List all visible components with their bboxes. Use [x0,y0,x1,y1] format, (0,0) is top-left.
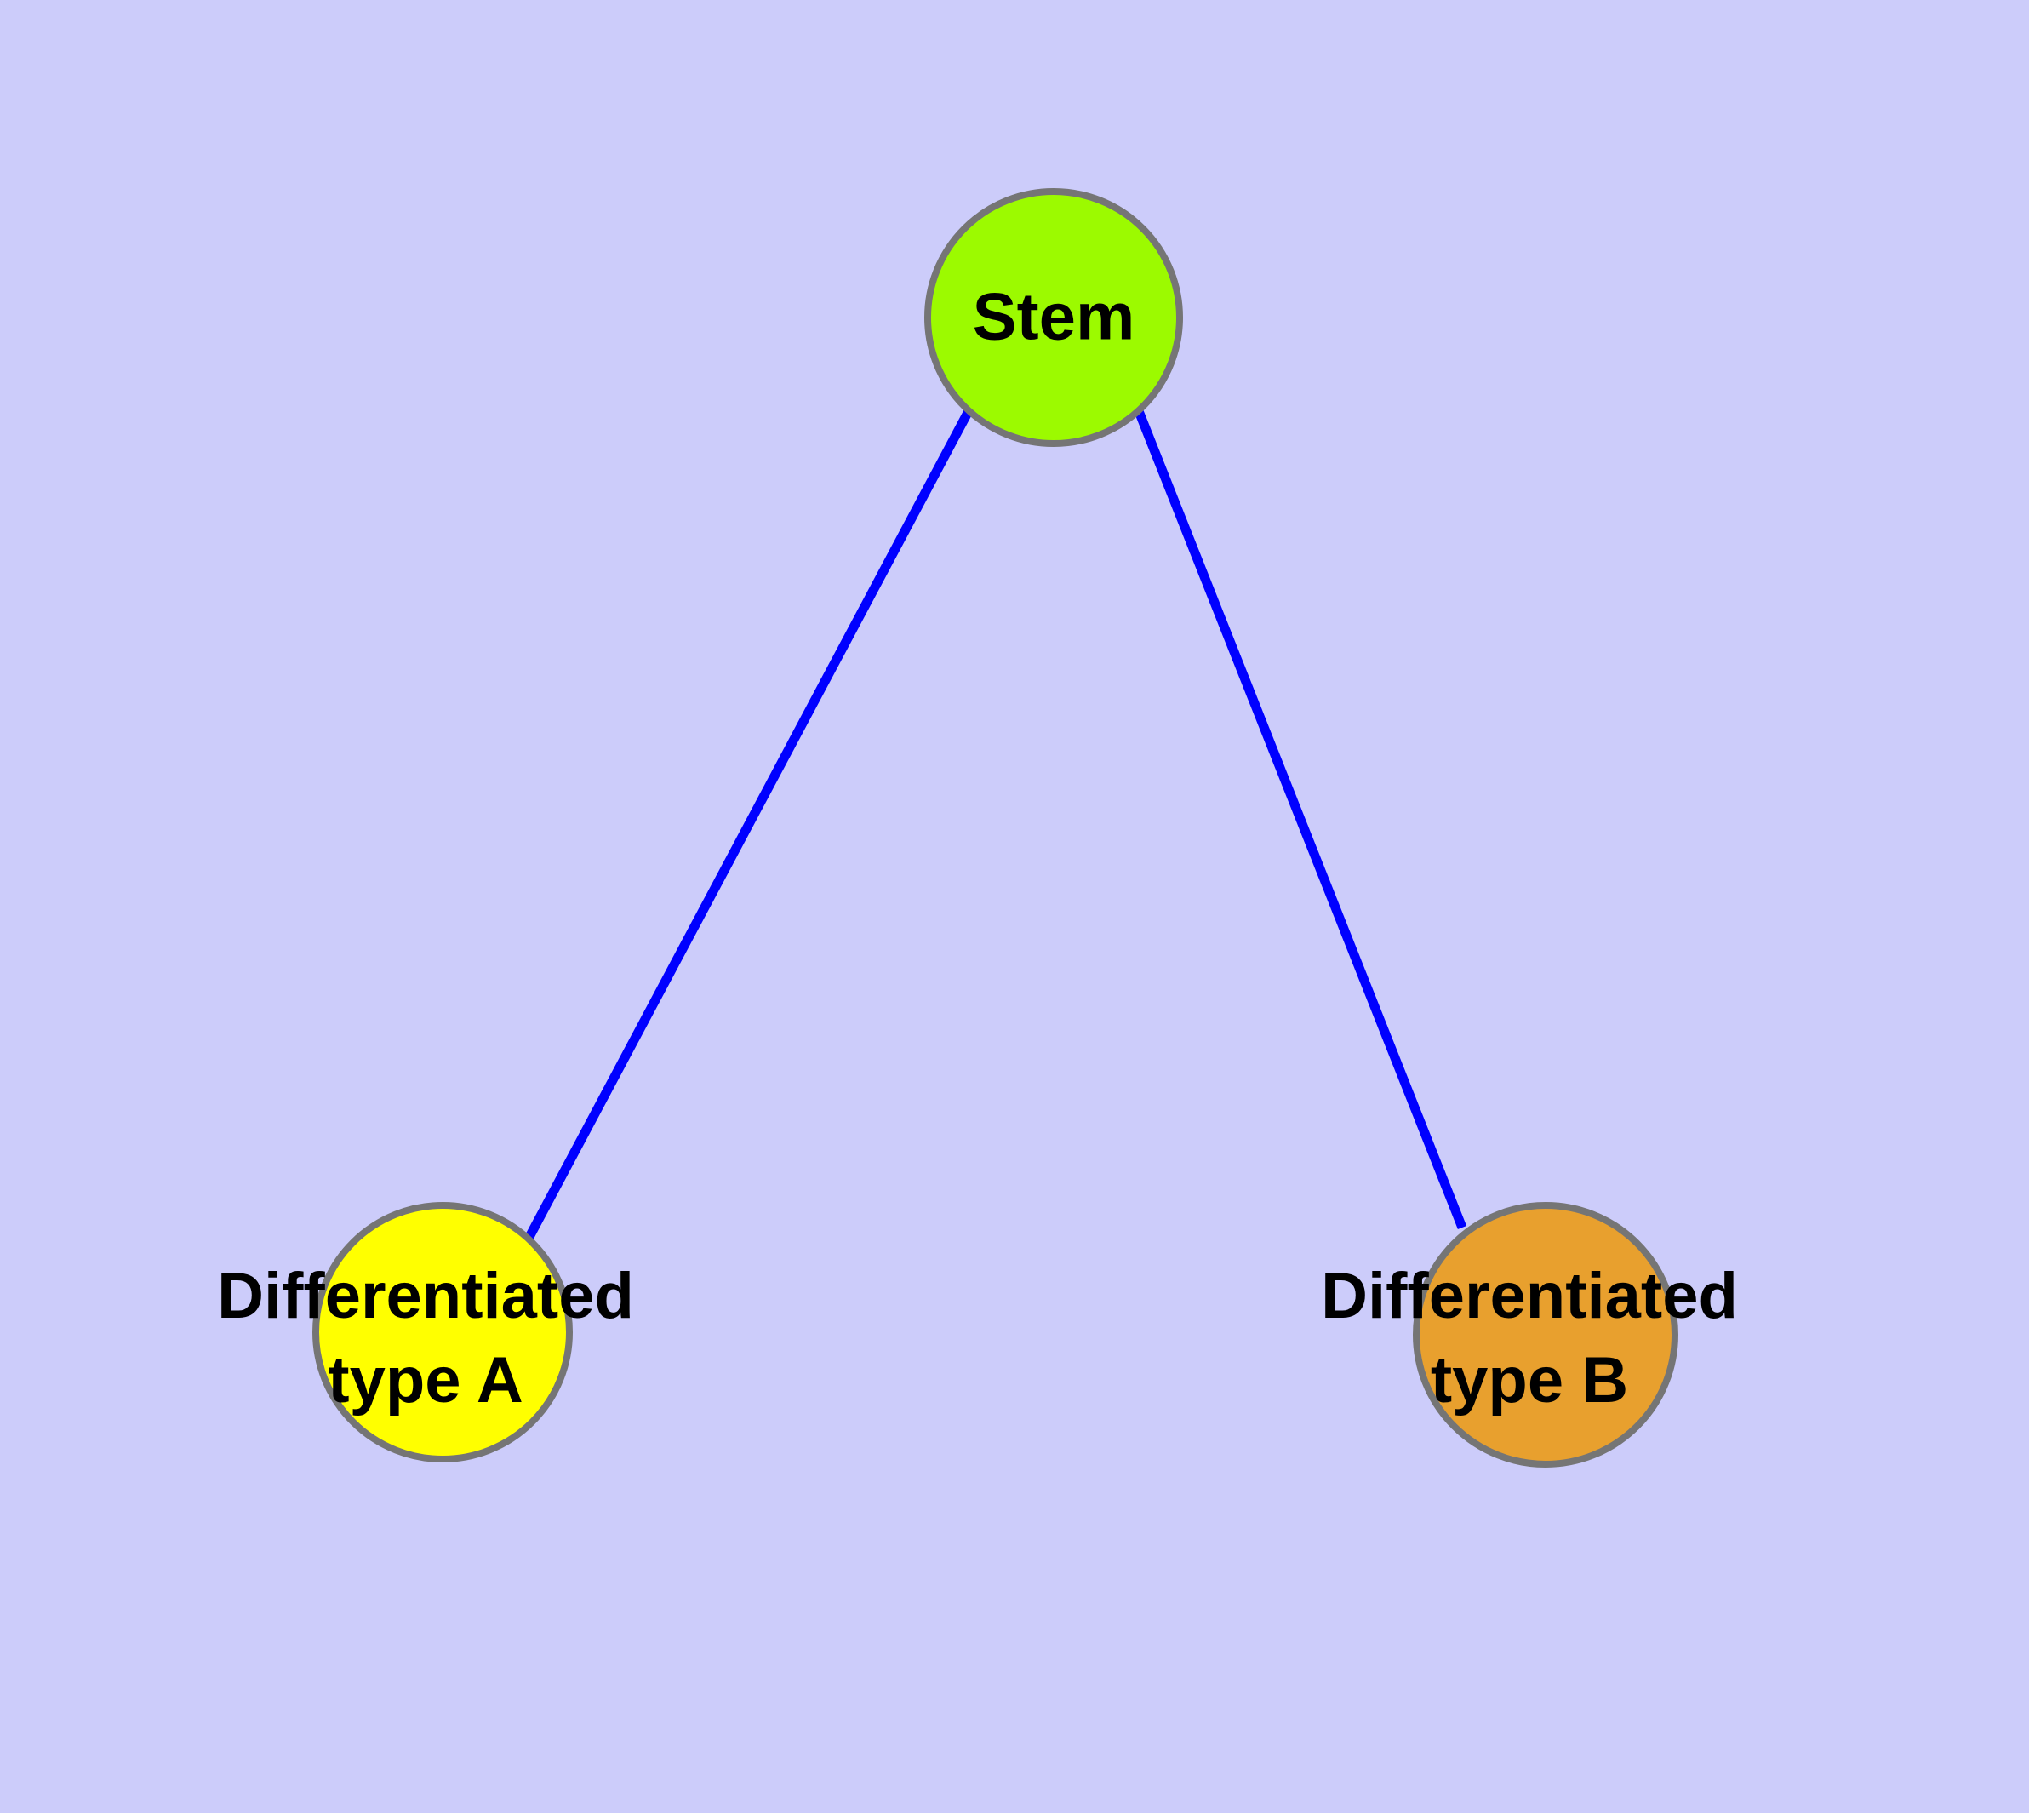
node-label-differentiated-type-b-line2: type B [1431,1344,1628,1417]
label-layer: Stem Differentiated type A Differentiate… [217,279,1738,1417]
node-label-differentiated-type-a-line1: Differentiated [217,1260,634,1332]
edge-stem-to-differentiated-type-b[interactable] [1134,409,1467,1230]
node-circle-differentiated-type-a[interactable] [312,1202,573,1462]
edge-layer [525,409,1467,1239]
node-label-stem: Stem [973,279,1135,354]
node-differentiated-type-a[interactable] [312,1202,573,1462]
node-label-differentiated-type-b-line1: Differentiated [1321,1260,1738,1332]
edge-stem-to-differentiated-type-a[interactable] [525,409,973,1239]
node-differentiated-type-b[interactable] [1413,1202,1678,1468]
node-circle-stem[interactable] [924,188,1183,447]
node-label-differentiated-type-a-line2: type A [328,1344,523,1417]
node-circle-differentiated-type-b[interactable] [1413,1202,1678,1468]
node-layer [312,188,1678,1468]
node-stem[interactable] [924,188,1183,447]
